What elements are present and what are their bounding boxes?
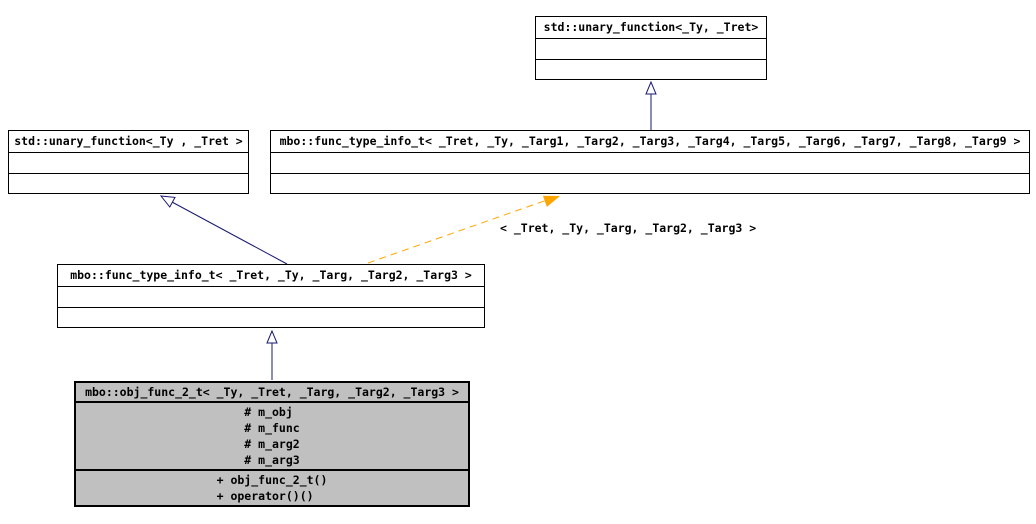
attribute-row: # m_obj bbox=[244, 405, 293, 419]
method-row: + operator()() bbox=[216, 489, 314, 503]
inheritance-arrow-gray-to-mid bbox=[266, 329, 278, 380]
class-node-func-type-info-t-9args[interactable]: mbo::func_type_info_t< _Tret, _Ty, _Targ… bbox=[270, 130, 1030, 194]
inheritance-arrow-mid-to-left bbox=[159, 195, 288, 265]
attributes-compartment bbox=[58, 286, 484, 307]
class-title: mbo::func_type_info_t< _Tret, _Ty, _Targ… bbox=[279, 134, 1021, 148]
class-title: mbo::func_type_info_t< _Tret, _Ty, _Targ… bbox=[70, 268, 472, 282]
attributes-compartment bbox=[536, 38, 766, 59]
method-row: + obj_func_2_t() bbox=[216, 473, 328, 487]
class-title: std::unary_function<_Ty , _Tret > bbox=[14, 134, 243, 148]
methods-compartment bbox=[9, 173, 248, 194]
attributes-compartment: # m_obj # m_func # m_arg2 # m_arg3 bbox=[76, 401, 468, 469]
class-node-func-type-info-t-3args[interactable]: mbo::func_type_info_t< _Tret, _Ty, _Targ… bbox=[57, 264, 485, 328]
methods-compartment bbox=[58, 307, 484, 328]
template-instance-arrow bbox=[367, 195, 560, 264]
methods-compartment bbox=[271, 173, 1029, 194]
template-args-label: < _Tret, _Ty, _Targ, _Targ2, _Targ3 > bbox=[500, 221, 757, 235]
attribute-row: # m_arg3 bbox=[244, 453, 300, 467]
attributes-compartment bbox=[271, 152, 1029, 173]
inheritance-arrow-right-to-top bbox=[645, 80, 657, 130]
class-title: std::unary_function<_Ty, _Tret> bbox=[543, 20, 759, 34]
attribute-row: # m_func bbox=[244, 421, 300, 435]
class-node-obj-func-2-t[interactable]: mbo::obj_func_2_t< _Ty, _Tret, _Targ, _T… bbox=[74, 381, 470, 507]
methods-compartment: + obj_func_2_t() + operator()() bbox=[76, 469, 468, 505]
class-node-std-unary-function-left[interactable]: std::unary_function<_Ty , _Tret > bbox=[8, 130, 249, 194]
class-node-std-unary-function-top[interactable]: std::unary_function<_Ty, _Tret> bbox=[535, 16, 767, 80]
attribute-row: # m_arg2 bbox=[244, 437, 300, 451]
class-title: mbo::obj_func_2_t< _Ty, _Tret, _Targ, _T… bbox=[85, 385, 459, 399]
methods-compartment bbox=[536, 59, 766, 80]
attributes-compartment bbox=[9, 152, 248, 173]
